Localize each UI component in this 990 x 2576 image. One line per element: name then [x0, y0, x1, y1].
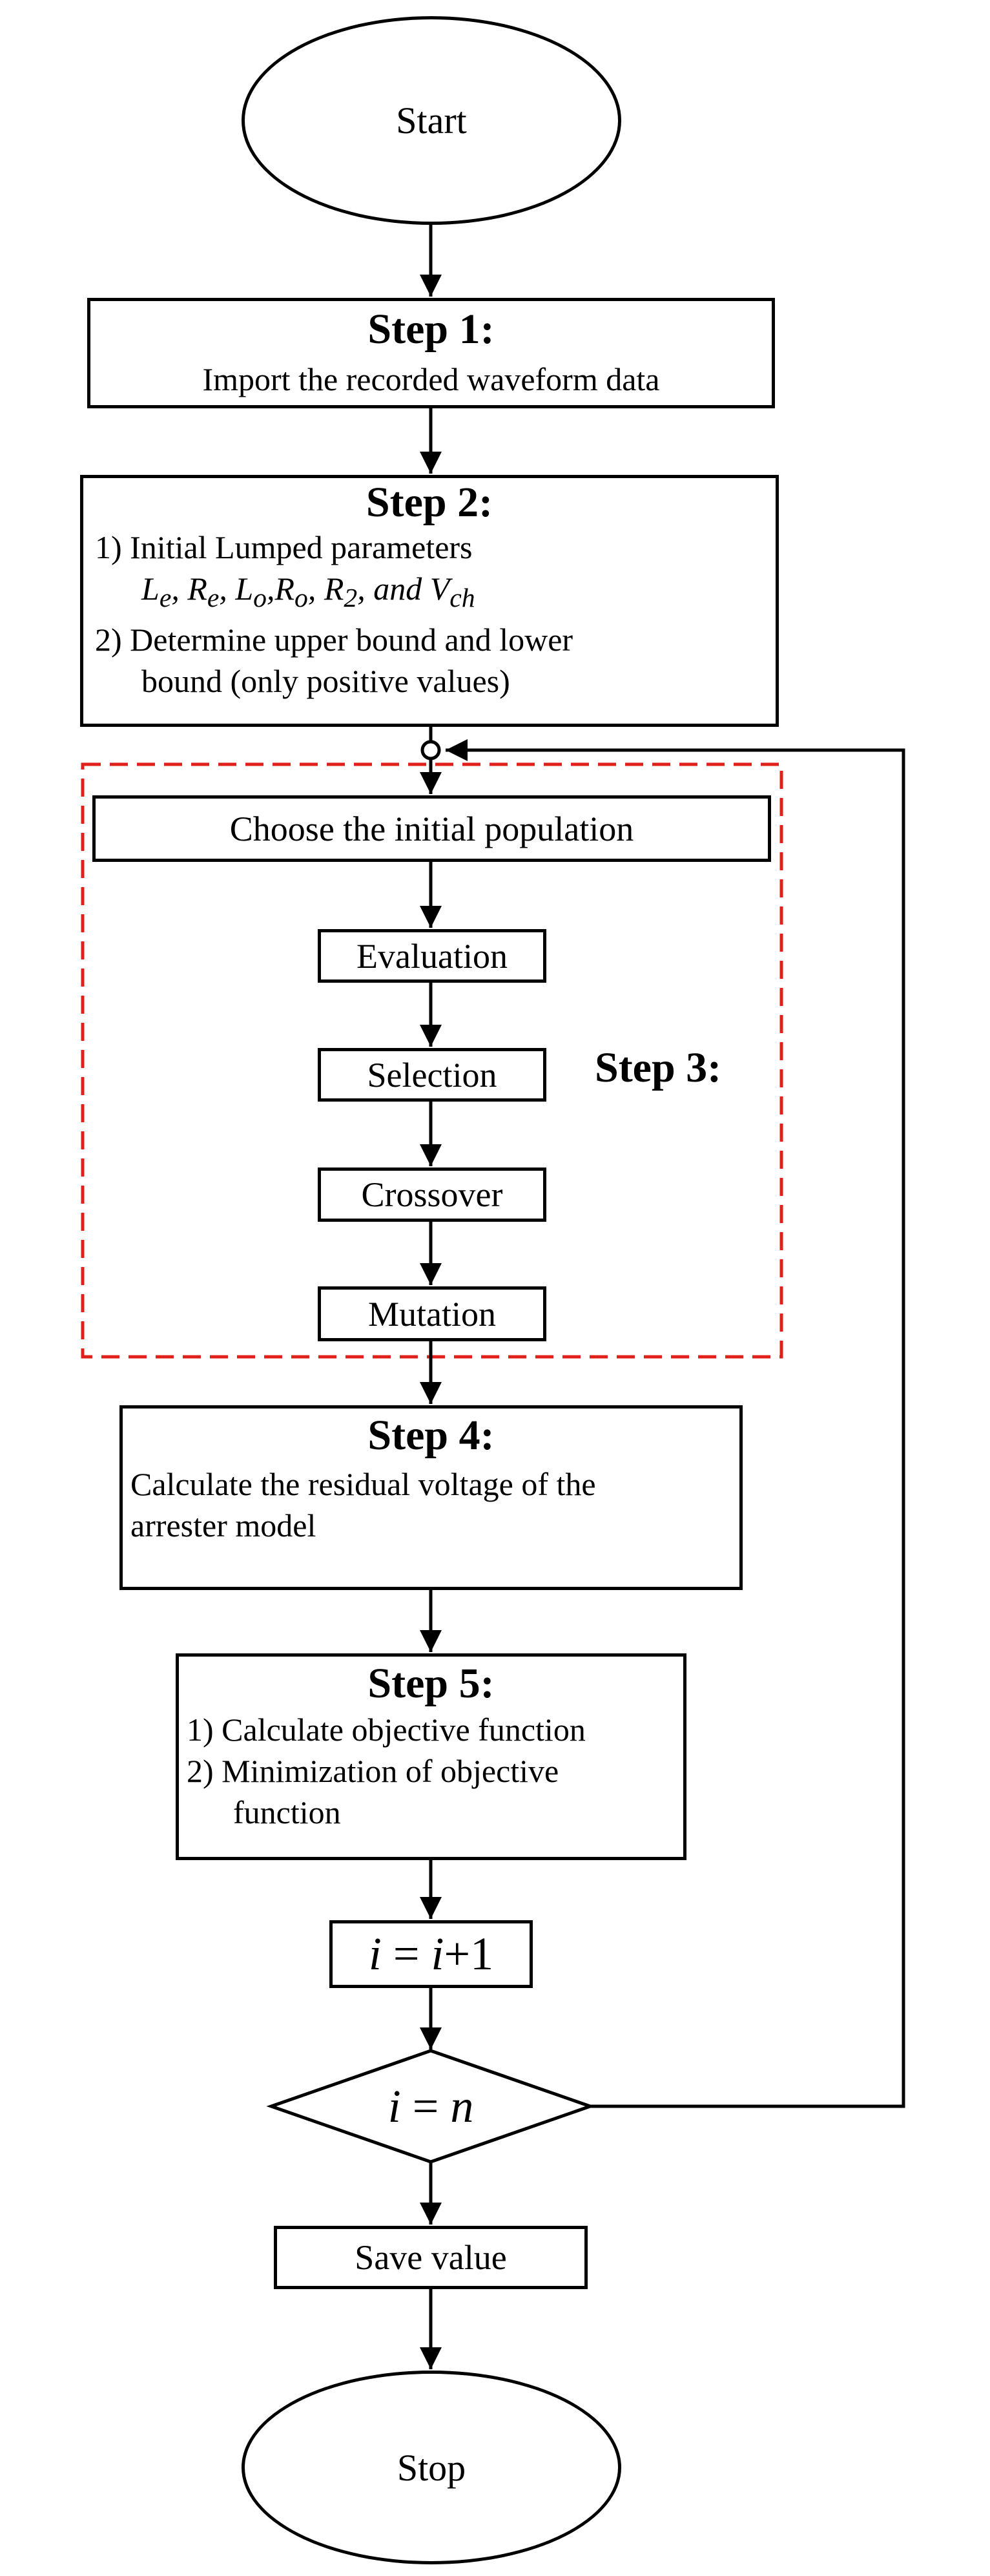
loop-junction	[420, 740, 441, 760]
increment-box: i = i+1	[329, 1920, 533, 1988]
mutation-label: Mutation	[368, 1294, 496, 1334]
evaluation-label: Evaluation	[356, 936, 508, 976]
increment-op: =	[381, 1928, 431, 1980]
step5-box: Step 5: 1) Calculate objective function …	[176, 1653, 686, 1860]
step2-item1: 1) Initial Lumped parameters	[95, 529, 473, 565]
step2-title: Step 2:	[366, 479, 493, 526]
decision-rhs: n	[450, 2080, 474, 2132]
evaluation-box: Evaluation	[318, 929, 546, 983]
step3-title: Step 3:	[595, 1044, 722, 1091]
param-ro: R	[274, 570, 295, 607]
save-value-label: Save value	[355, 2238, 507, 2277]
save-value-box: Save value	[274, 2226, 588, 2289]
crossover-label: Crossover	[361, 1175, 503, 1214]
param-lo: L	[235, 570, 254, 607]
param-le: L	[141, 570, 160, 607]
decision-diamond	[266, 2049, 595, 2164]
step2-box: Step 2: 1) Initial Lumped parameters Le,…	[80, 475, 779, 727]
step5-item1: 1) Calculate objective function	[187, 1711, 586, 1748]
param-re-sub: e	[207, 583, 220, 613]
step4-box: Step 4: Calculate the residual voltage o…	[119, 1405, 743, 1590]
step2-params: Le, Re, Lo,Ro, R2, and Vch	[141, 570, 475, 613]
increment-plus: +1	[444, 1928, 494, 1980]
stop-label: Stop	[397, 2446, 466, 2489]
step5-item2-line1: 2) Minimization of objective	[187, 1752, 559, 1789]
param-vch: V	[429, 570, 450, 607]
param-and: and	[373, 570, 422, 607]
param-r2-sub: 2	[344, 583, 358, 613]
step2-item2-line2: bound (only positive values)	[141, 662, 510, 699]
step1-box: Step 1: Import the recorded waveform dat…	[87, 298, 775, 408]
decision-label: i = n	[302, 2074, 560, 2139]
step5-title: Step 5:	[367, 1660, 495, 1707]
param-le-sub: e	[159, 583, 172, 613]
selection-box: Selection	[318, 1048, 546, 1102]
increment-expression: i = i+1	[369, 1927, 493, 1981]
increment-lhs: i	[368, 1928, 382, 1980]
stop-node: Stop	[242, 2371, 621, 2564]
mutation-box: Mutation	[318, 1286, 546, 1341]
param-re: R	[187, 570, 207, 607]
step4-line1: Calculate the residual voltage of the	[130, 1465, 596, 1502]
population-label: Choose the initial population	[229, 809, 634, 848]
param-lo-sub: o	[253, 583, 267, 613]
crossover-box: Crossover	[318, 1168, 546, 1222]
param-r2: R	[324, 570, 344, 607]
decision-lhs: i	[387, 2080, 401, 2132]
step4-title: Step 4:	[367, 1412, 495, 1459]
step4-line2: arrester model	[130, 1507, 316, 1544]
step5-item2-line2: function	[233, 1794, 341, 1830]
start-label: Start	[396, 99, 467, 141]
increment-rhs: i	[431, 1928, 444, 1980]
decision-op: =	[400, 2080, 451, 2132]
start-node: Start	[242, 16, 621, 225]
step1-title: Step 1:	[367, 306, 495, 353]
population-box: Choose the initial population	[92, 795, 771, 862]
loop-back-arrow	[446, 739, 905, 2108]
param-ro-sub: o	[294, 583, 308, 613]
param-vch-sub: ch	[449, 583, 475, 613]
step2-item2-line1: 2) Determine upper bound and lower	[95, 621, 573, 658]
selection-label: Selection	[367, 1055, 497, 1094]
step1-text: Import the recorded waveform data	[202, 361, 660, 397]
